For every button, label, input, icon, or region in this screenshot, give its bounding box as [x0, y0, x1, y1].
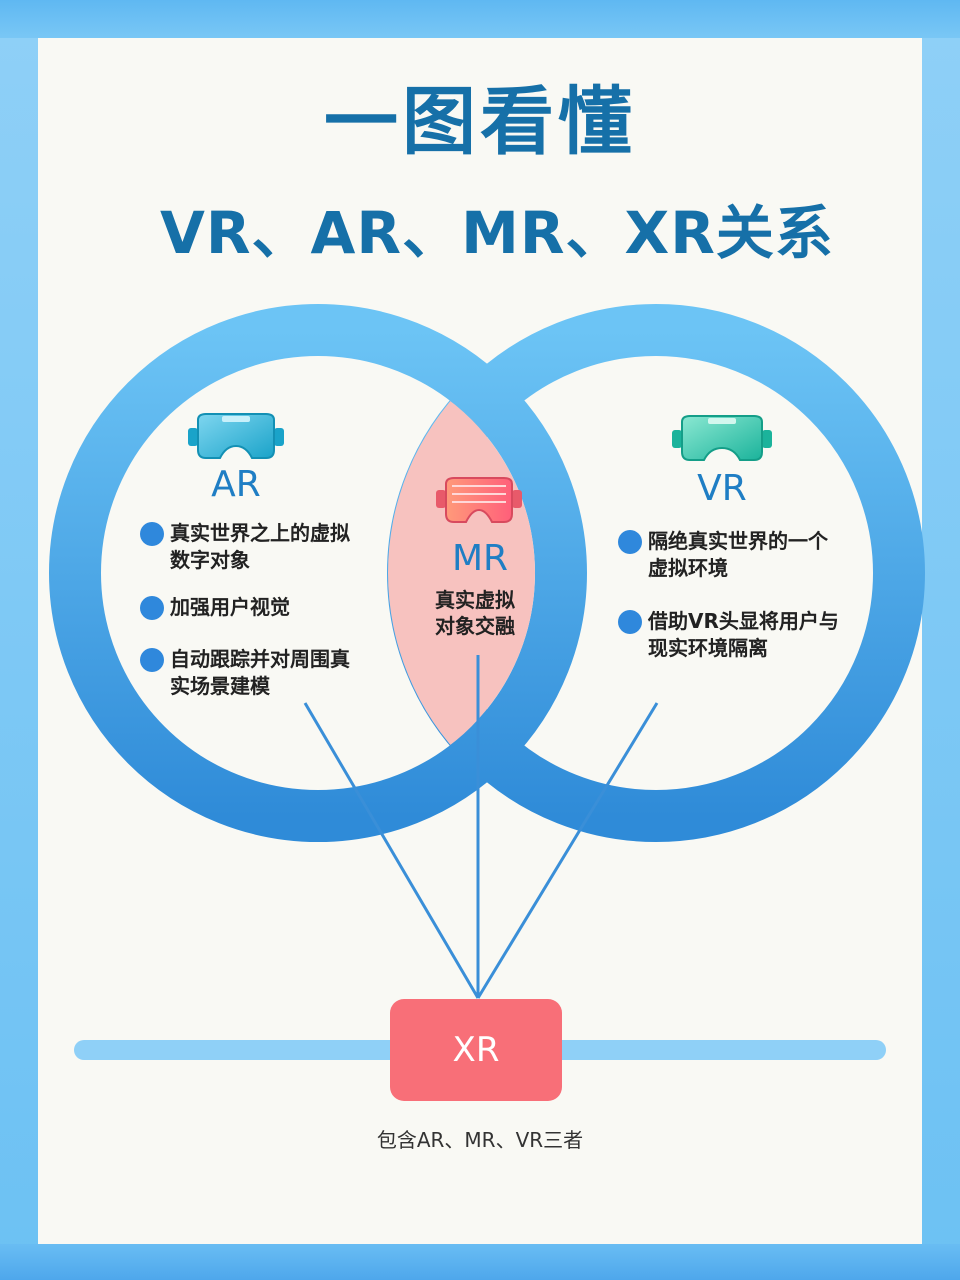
xr-box: XR — [390, 999, 562, 1101]
ar-bullet-1: 真实世界之上的虚拟 数字对象 — [140, 520, 370, 574]
xr-label: XR — [452, 1030, 500, 1070]
ar-bullet-text: 真实世界之上的虚拟 数字对象 — [170, 521, 350, 572]
vr-bullet-1: 隔绝真实世界的一个 虚拟环境 — [618, 528, 858, 582]
page-subtitle: VR、AR、MR、XR关系 — [160, 199, 834, 267]
vr-headset-icon-ar — [188, 413, 284, 459]
connector-vr — [476, 702, 659, 999]
ar-label: AR — [211, 464, 261, 505]
page-title: 一图看懂 — [324, 79, 636, 165]
vr-headset-icon-mr — [436, 477, 522, 523]
vr-bullet-text: 借助VR头显将用户与 现实环境隔离 — [648, 609, 839, 660]
bullet-dot-icon — [618, 610, 642, 634]
ar-bullet-3: 自动跟踪并对周围真 实场景建模 — [140, 646, 370, 700]
bullet-dot-icon — [140, 648, 164, 672]
vr-bullet-text: 隔绝真实世界的一个 虚拟环境 — [648, 529, 828, 580]
bullet-dot-icon — [618, 530, 642, 554]
bullet-dot-icon — [140, 522, 164, 546]
vr-headset-icon-vr — [672, 415, 772, 461]
frame-top-border — [0, 0, 960, 38]
mr-lens — [388, 356, 535, 790]
mr-description: 真实虚拟 对象交融 — [435, 588, 515, 638]
xr-caption: 包含AR、MR、VR三者 — [376, 1128, 584, 1152]
ar-bullet-text: 自动跟踪并对周围真 实场景建模 — [170, 647, 350, 698]
mr-label: MR — [451, 538, 509, 579]
frame-bottom-border — [0, 1244, 960, 1280]
ar-bullet-2: 加强用户视觉 — [140, 594, 370, 621]
vr-label: VR — [697, 468, 747, 509]
ar-ring — [49, 304, 587, 842]
ar-bullet-text: 加强用户视觉 — [170, 595, 290, 619]
connector-ar — [303, 702, 480, 999]
bullet-dot-icon — [140, 596, 164, 620]
vr-bullet-2: 借助VR头显将用户与 现实环境隔离 — [618, 608, 858, 662]
